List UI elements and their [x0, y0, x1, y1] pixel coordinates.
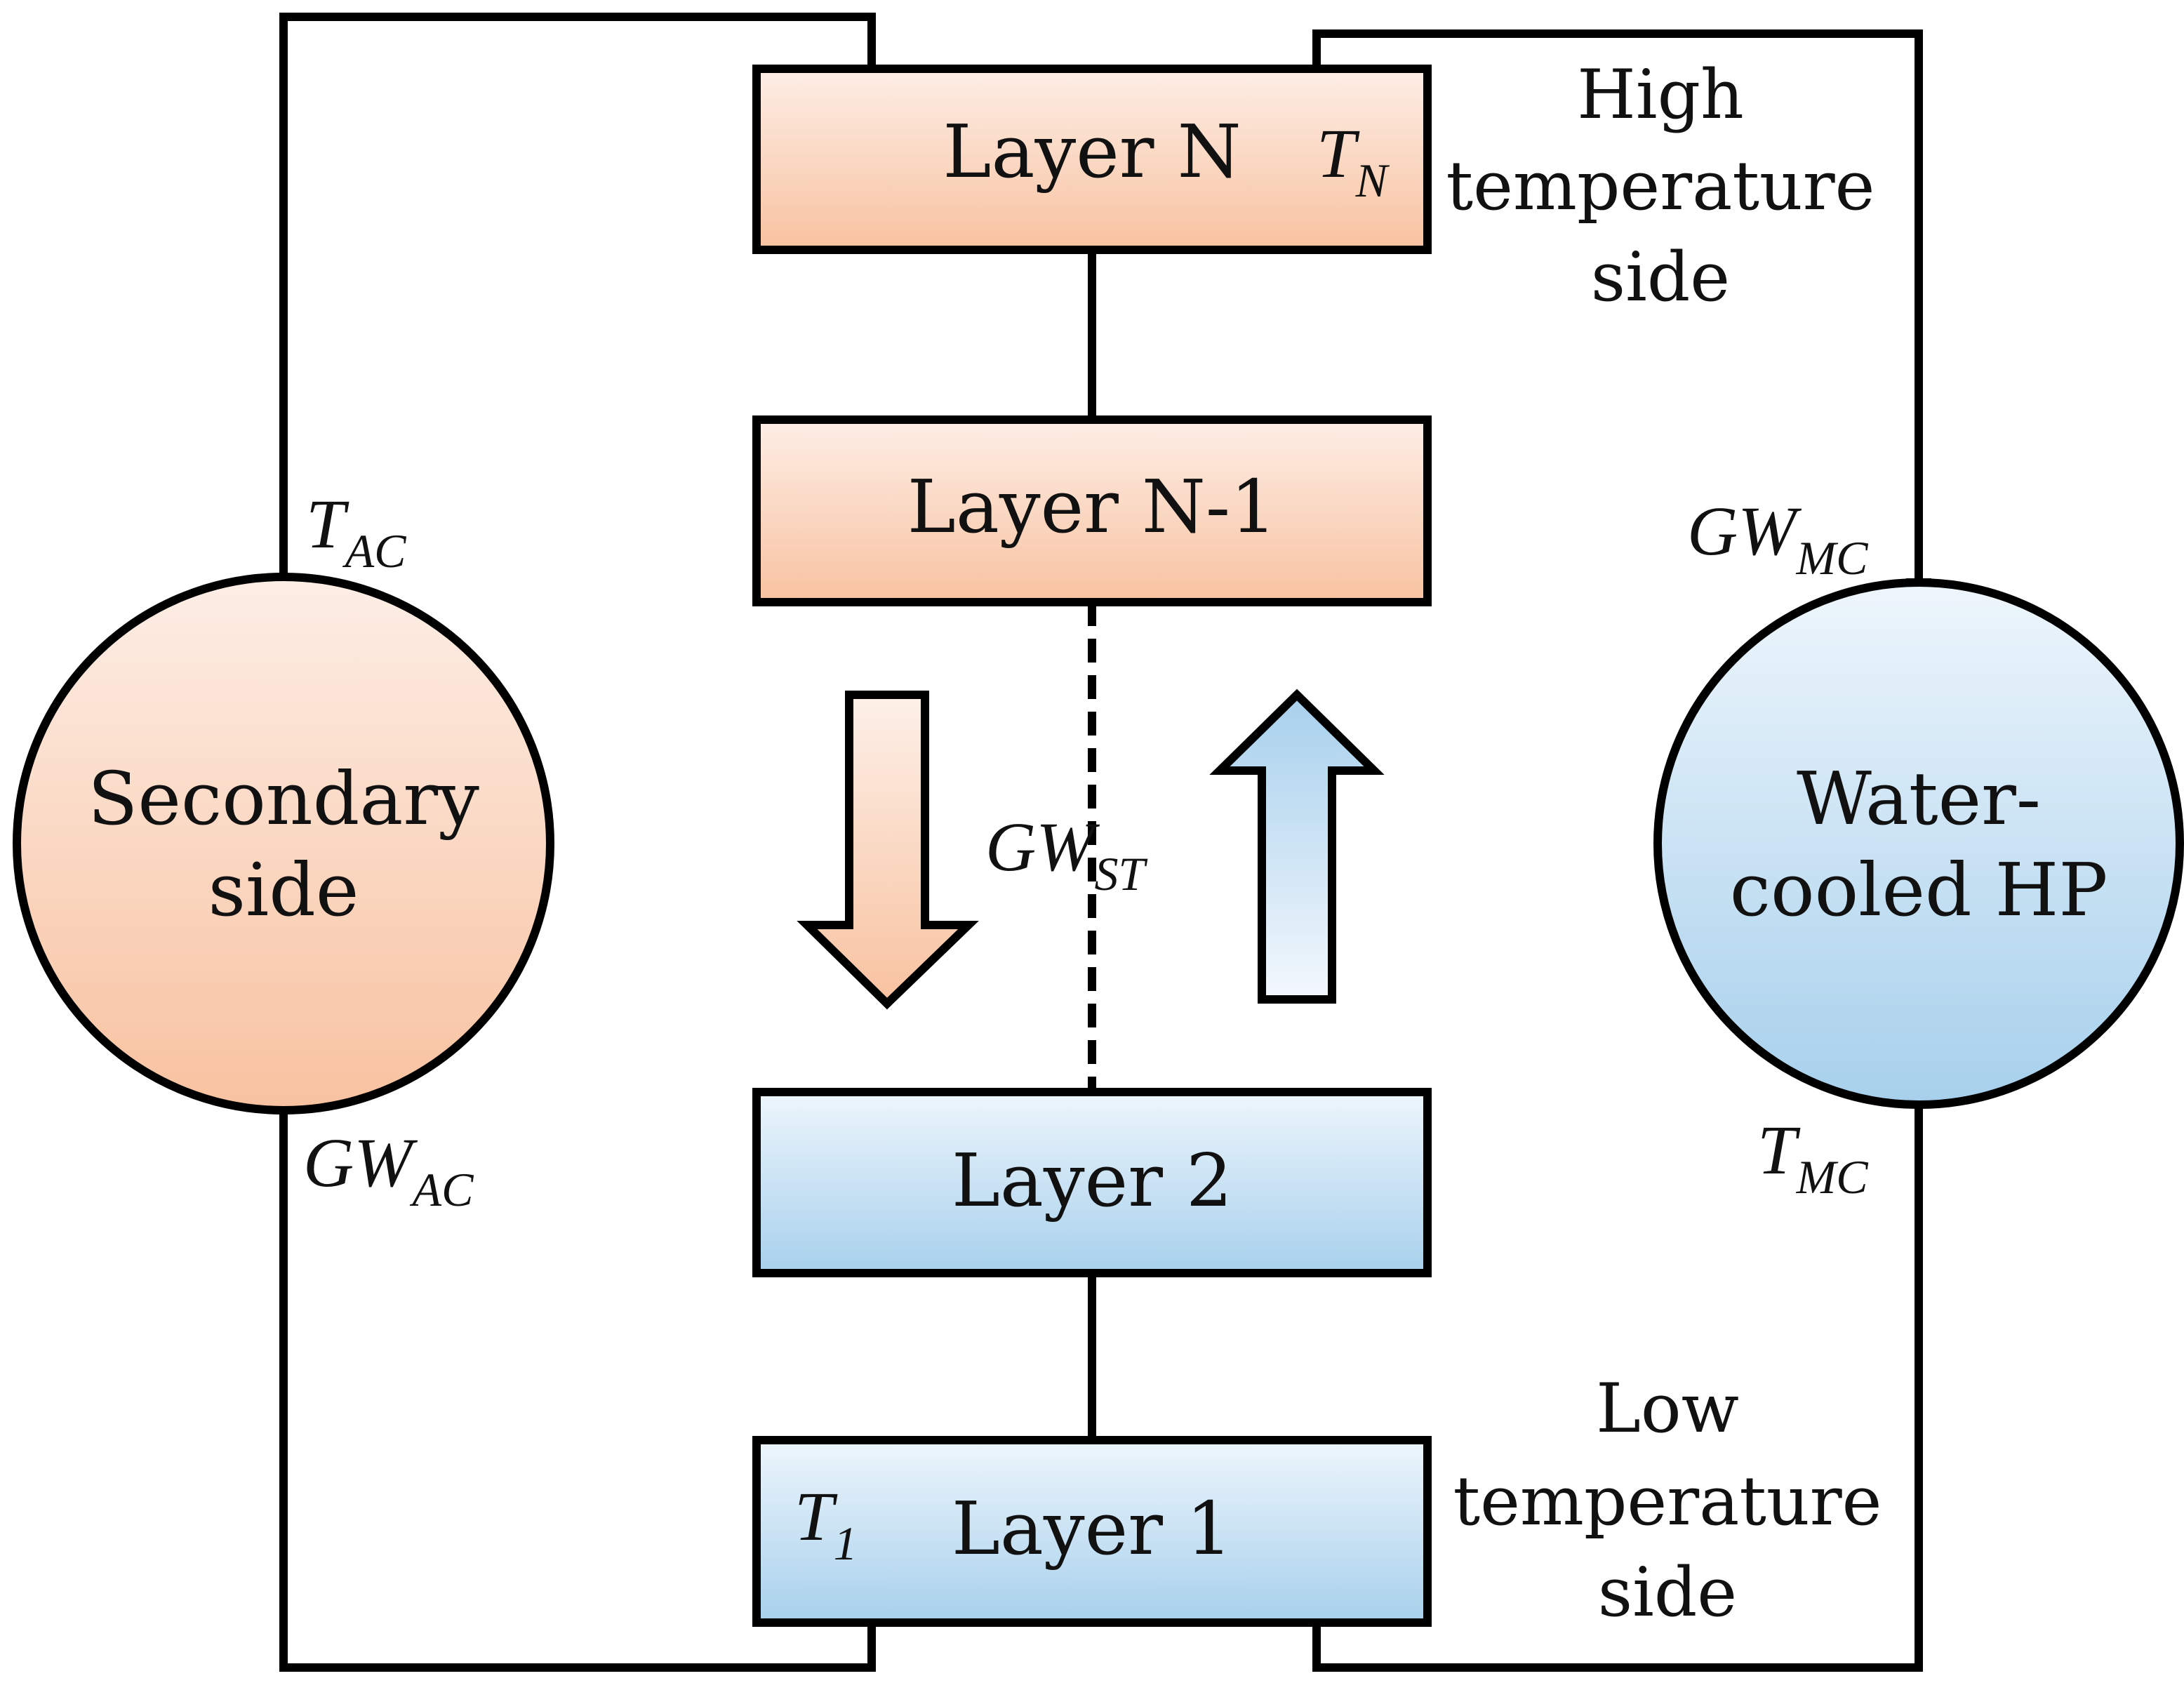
high-side-line3: side — [1591, 238, 1730, 317]
low-side-line2: temperature — [1453, 1462, 1882, 1541]
gw-ac-label: GWAC — [303, 1124, 474, 1216]
layer-n-minus-1-label: Layer N-1 — [907, 464, 1277, 550]
secondary-label-line1: Secondary — [88, 756, 479, 841]
hp-label-line1: Water- — [1797, 756, 2041, 841]
layer-n-box — [752, 65, 1432, 254]
t-n-label: TN — [1317, 114, 1390, 207]
t-ac-label: TAC — [306, 485, 406, 578]
high-side-line1: High — [1577, 55, 1744, 134]
secondary-supply-pipe — [279, 13, 876, 601]
layer-1-box — [752, 1436, 1432, 1627]
water-cooled-hp-node — [1653, 578, 2184, 1109]
gw-mc-label: GWMC — [1687, 492, 1868, 585]
layer-n-label: Layer N — [943, 109, 1241, 194]
layer-2-label: Layer 2 — [952, 1138, 1232, 1223]
upward-heat-flow-arrow — [1209, 688, 1385, 1004]
layer-1-label: Layer 1 — [952, 1486, 1232, 1571]
secondary-label-line2: side — [208, 847, 359, 933]
hp-label-line2: cooled HP — [1730, 847, 2108, 933]
secondary-side-node — [13, 573, 554, 1115]
low-side-line3: side — [1598, 1553, 1737, 1632]
layer-n-minus-1-box — [752, 415, 1432, 606]
high-side-line2: temperature — [1446, 147, 1875, 225]
low-side-line1: Low — [1596, 1369, 1739, 1448]
gw-st-label: GWST — [985, 808, 1148, 900]
hp-return-pipe — [1312, 1096, 1923, 1672]
secondary-return-pipe — [279, 1102, 876, 1672]
t-mc-label: TMC — [1757, 1111, 1868, 1204]
layer-2-box — [752, 1088, 1432, 1277]
downward-heat-flow-arrow — [797, 691, 979, 1010]
t-1-label: T1 — [794, 1477, 858, 1570]
